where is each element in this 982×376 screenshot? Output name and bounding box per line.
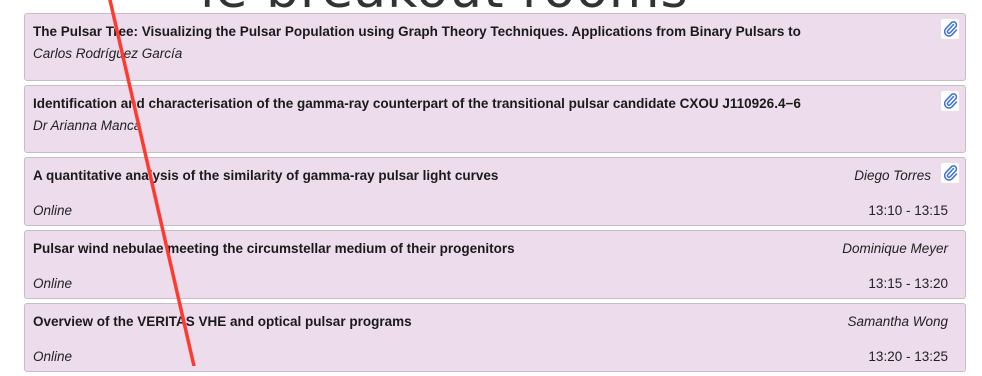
contribution-author: Dr Arianna Manca bbox=[33, 118, 142, 133]
contribution-time: 13:20 - 13:25 bbox=[868, 349, 948, 364]
paperclip-icon bbox=[943, 93, 958, 109]
contribution-speaker: Dominique Meyer bbox=[842, 241, 948, 256]
contribution-speaker: Samantha Wong bbox=[847, 314, 948, 329]
attachment-button[interactable] bbox=[941, 163, 959, 183]
page-header-fragment: ie breakout rooms bbox=[200, 0, 689, 16]
contribution-location: Online bbox=[33, 203, 73, 218]
paperclip-icon bbox=[943, 165, 958, 181]
contribution-location: Online bbox=[33, 349, 73, 364]
contribution-title[interactable]: Identification and characterisation of t… bbox=[33, 96, 801, 111]
attachment-button[interactable] bbox=[941, 91, 959, 111]
contribution-author: Carlos Rodríguez García bbox=[33, 46, 183, 61]
contribution-time: 13:15 - 13:20 bbox=[868, 276, 948, 291]
contribution-time: 13:10 - 13:15 bbox=[868, 203, 948, 218]
paperclip-icon bbox=[943, 21, 958, 37]
contribution-speaker: Diego Torres bbox=[854, 168, 931, 183]
contribution-title[interactable]: A quantitative analysis of the similarit… bbox=[33, 168, 499, 183]
contribution-item[interactable]: A quantitative analysis of the similarit… bbox=[24, 157, 966, 226]
contribution-item[interactable]: Identification and characterisation of t… bbox=[24, 85, 966, 153]
attachment-button[interactable] bbox=[941, 19, 959, 39]
contribution-item[interactable]: Overview of the VERITAS VHE and optical … bbox=[24, 303, 966, 372]
contribution-title[interactable]: Overview of the VERITAS VHE and optical … bbox=[33, 314, 412, 329]
contribution-list: The Pulsar Tree: Visualizing the Pulsar … bbox=[24, 13, 966, 376]
contribution-location: Online bbox=[33, 276, 73, 291]
contribution-item[interactable]: The Pulsar Tree: Visualizing the Pulsar … bbox=[24, 13, 966, 81]
contribution-item[interactable]: Pulsar wind nebulae meeting the circumst… bbox=[24, 230, 966, 299]
contribution-title[interactable]: Pulsar wind nebulae meeting the circumst… bbox=[33, 241, 515, 256]
contribution-title[interactable]: The Pulsar Tree: Visualizing the Pulsar … bbox=[33, 24, 801, 39]
